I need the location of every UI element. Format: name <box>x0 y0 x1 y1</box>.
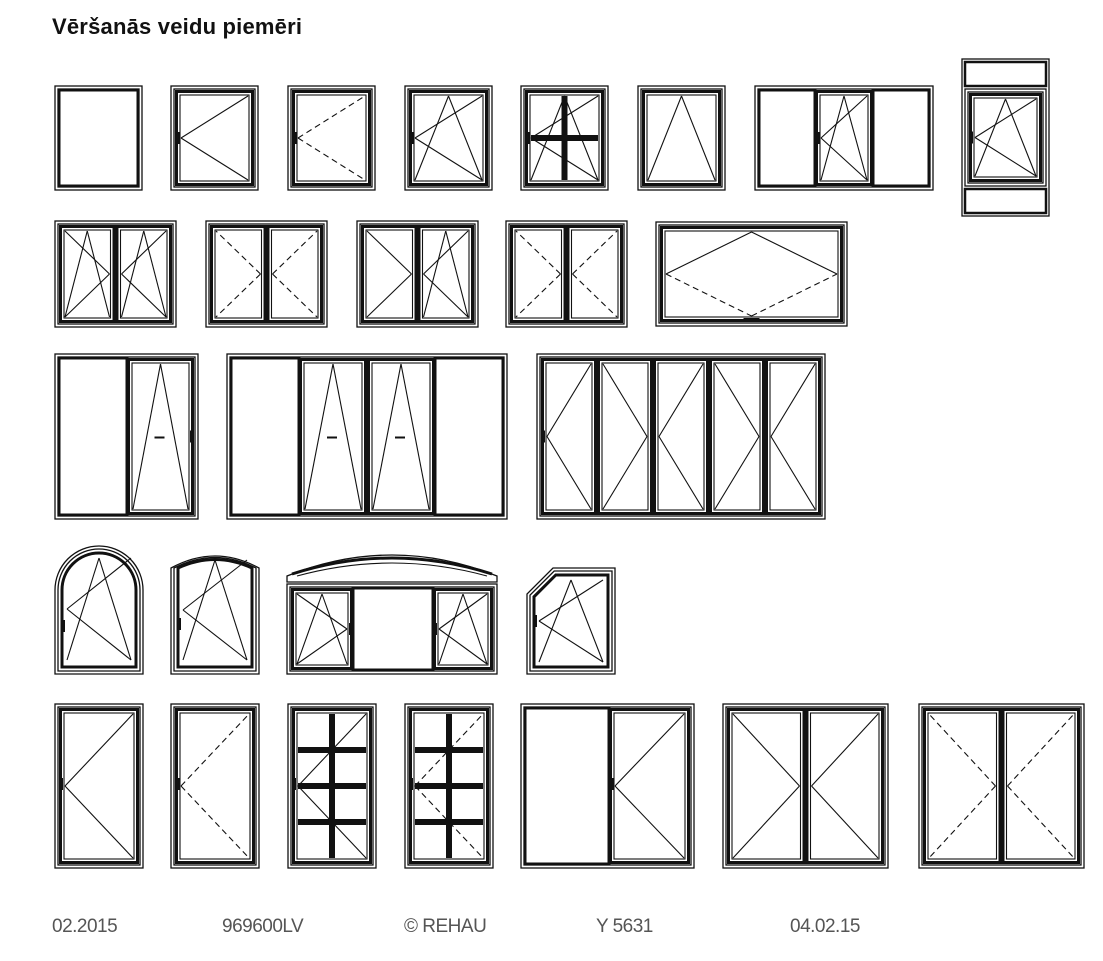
bevelled-corner-window <box>526 567 616 675</box>
two-panel-door-fixed-side <box>520 703 695 869</box>
segment-arch-tilt-turn <box>170 555 260 675</box>
footer-issue-date: 04.02.15 <box>790 916 860 937</box>
page-title: Vēršanās veidu piemēri <box>52 14 303 39</box>
double-door-dashed <box>918 703 1085 869</box>
folding-five-panel <box>536 353 826 520</box>
lift-slide-four-panel <box>226 353 508 520</box>
footer-code: Y 5631 <box>596 916 653 937</box>
double-side-hung-dashed <box>205 220 328 328</box>
footer-date: 02.2015 <box>52 916 118 937</box>
three-pane-window-tilt-turn-center <box>754 85 934 191</box>
side-hung-door <box>54 703 144 869</box>
footer-copyright: © REHAU <box>404 916 487 937</box>
horizontal-pivot-window <box>655 221 848 327</box>
side-hung-left-hinge-dashed <box>287 85 376 191</box>
double-side-hung-dashed-center <box>505 220 628 328</box>
tilt-turn-window <box>404 85 493 191</box>
fixed-window <box>54 85 143 191</box>
double-tilt-turn <box>54 220 177 328</box>
bottom-hung-tilt-window <box>637 85 726 191</box>
footer-doc-number: 969600LV <box>222 916 304 937</box>
tilt-turn-with-top-and-bottom-fixed <box>961 58 1050 217</box>
tilt-turn-window-with-muntins <box>520 85 609 191</box>
segment-arch-triple-window <box>286 554 498 675</box>
round-arch-tilt-turn <box>54 545 144 675</box>
door-with-muntins-dashed <box>404 703 494 869</box>
side-hung-door-dashed <box>170 703 260 869</box>
door-with-muntins <box>287 703 377 869</box>
double-door <box>722 703 889 869</box>
side-hung-left-hinge <box>170 85 259 191</box>
lift-slide-two-panel <box>54 353 199 520</box>
double-side-hung-mixed <box>356 220 479 328</box>
